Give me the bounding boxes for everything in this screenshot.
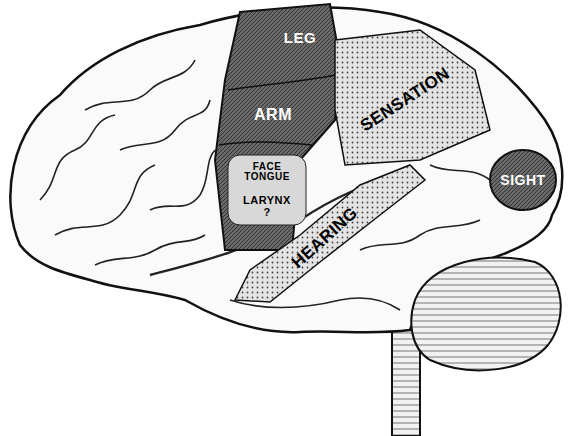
region-label: ARM [254, 107, 292, 124]
face-patch [228, 155, 306, 225]
region-label: FACE TONGUE [244, 162, 290, 183]
region-label: LEG [284, 30, 316, 46]
region-label: LARYNX ? [243, 195, 291, 218]
sensation-area [335, 30, 490, 165]
hearing-area [235, 165, 425, 302]
motor-area [215, 4, 340, 250]
cerebellum [411, 258, 560, 371]
region-label: SIGHT [500, 173, 545, 188]
sight-area [490, 150, 556, 210]
